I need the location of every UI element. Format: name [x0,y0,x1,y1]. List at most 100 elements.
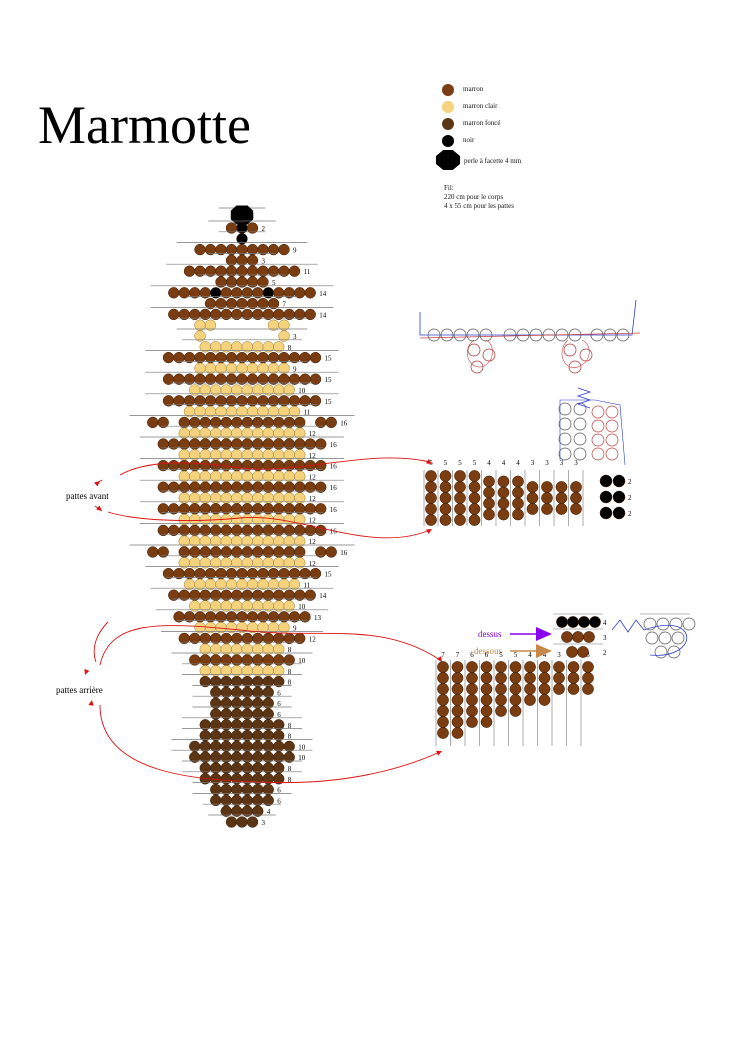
thread-ring [579,348,593,362]
row-count-label: 14 [319,592,327,600]
front-leg-bead [425,514,437,526]
back-leg-bead [480,694,493,706]
front-leg-bead [439,492,452,504]
body-bead [273,773,285,785]
back-leg-bead [567,683,580,695]
claw-bead [599,474,613,488]
column-count-label: 5 [514,651,518,659]
row-count-label: 3 [262,257,266,265]
back-leg-bead [451,727,464,739]
back-leg-bead [466,661,478,673]
row-count-label: 15 [325,398,333,406]
claw-bead [612,474,626,488]
legend-item: noir [436,133,596,150]
body-bead [273,341,285,353]
connector-line [93,621,109,663]
front-leg-bead [541,503,553,515]
row-count-label: 3 [262,819,266,827]
front-leg-bead [526,492,539,504]
front-leg-bead [555,503,568,515]
row-count-label: 12 [309,430,317,438]
column-count-label: 3 [557,651,561,659]
back-leg-bead [437,716,449,728]
back-leg-bead [495,672,507,684]
back-leg-bead [466,672,478,684]
legend-label: marron foncé [463,119,501,127]
row-count-label: 15 [325,376,333,384]
back-leg-bead [437,727,449,739]
front-leg-bead [439,514,452,526]
thread-path-blue [576,387,592,409]
back-leg-bead [495,683,507,695]
legend-label: marron [463,85,484,93]
front-leg-bead [483,486,495,499]
arrow-head-icon [96,505,102,511]
body-bead [262,794,274,807]
back-leg-bead [451,694,464,706]
thread-ring [616,328,630,342]
body-bead [315,438,327,450]
column-count-label: 4 [528,651,532,659]
back-leg-bead [437,683,449,695]
arrow-head-icon [426,459,432,464]
connector-line [99,704,441,784]
back-leg-bead [538,661,551,673]
back-leg-bead [538,694,551,706]
thread-ring [605,433,619,447]
back-leg-bead [567,661,580,673]
row-count-label: 16 [340,419,348,427]
body-bead [309,373,322,385]
thread-ring [479,328,493,342]
back-leg-bead [524,683,536,695]
row-count-label: 8 [288,776,292,784]
thread-ring [682,617,696,631]
column-count-label: 5 [499,651,503,659]
front-leg-bead [555,481,568,493]
row-count-label: 11 [304,409,311,417]
row-count-label: 1 [251,212,255,220]
body-bead [246,222,259,234]
back-leg-bead [553,683,565,695]
column-count-label: 3 [560,459,564,467]
body-bead [304,308,316,321]
body-bead [283,384,295,396]
row-count-label: 16 [330,527,338,535]
row-count-label: 8 [288,646,292,654]
claw-bead [599,490,613,504]
front-leg-bead [468,470,481,482]
body-bead [315,481,327,493]
body-bead [288,405,301,418]
back-leg-bead [495,705,507,717]
foot-bead [567,616,579,628]
column-count-label: 6 [485,651,489,659]
row-count-label: 12 [309,452,317,460]
foot-bead [578,616,590,628]
thread-ring [656,617,670,631]
column-count-label: 7 [441,651,445,659]
front-leg-bead [570,481,582,493]
back-leg-bead [553,672,565,684]
legend-item: marron [436,82,596,99]
body-bead [315,459,327,472]
thread-path-blue [419,299,637,336]
front-leg-bead [541,481,553,493]
column-count-label: 7 [456,651,460,659]
body-bead [325,546,337,558]
foot-bead [556,616,568,628]
front-leg-bead [570,492,582,504]
front-leg-bead [483,497,495,510]
row-count-label: 12 [309,538,317,546]
front-leg-bead [512,497,524,510]
body-bead [283,600,295,612]
body-bead [309,567,322,580]
front-leg-bead [483,508,495,521]
front-leg-bead [468,503,481,515]
body-bead [236,816,248,828]
back-leg-bead [495,661,507,673]
back-leg-bead [480,661,493,673]
front-leg-bead [570,503,582,515]
back-leg-bead [466,705,478,717]
row-count-label: 12 [309,495,317,503]
row-count-label: 10 [298,387,306,395]
back-leg-bead [509,661,522,673]
